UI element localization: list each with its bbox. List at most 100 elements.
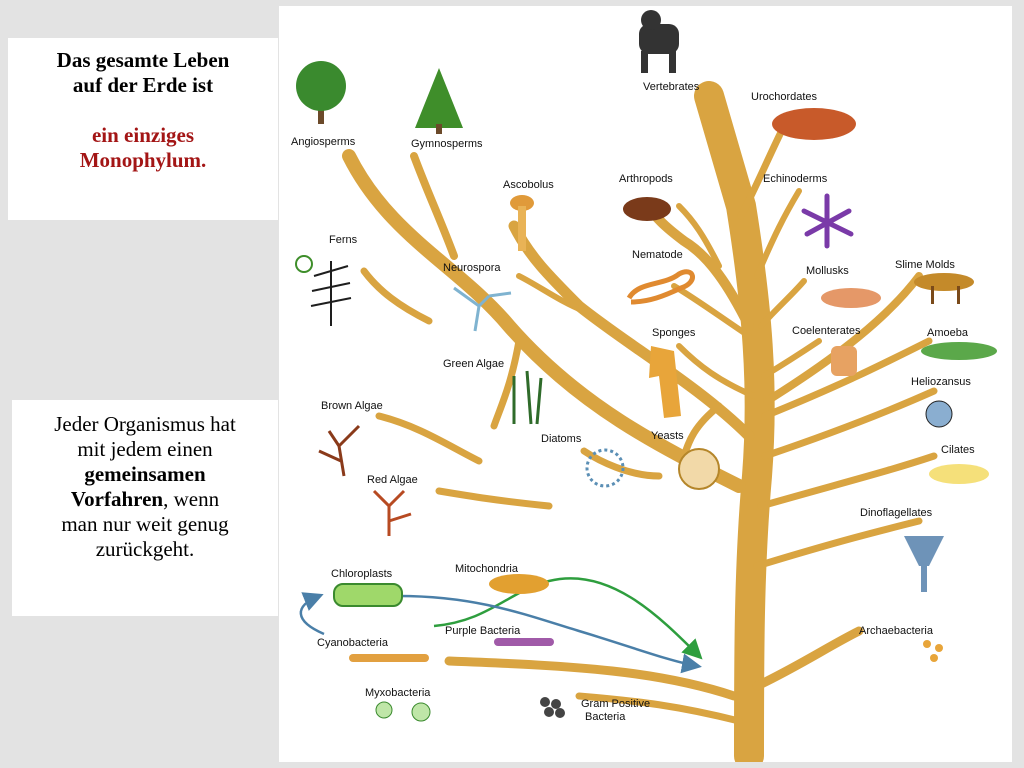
red-algae-icon	[372, 489, 412, 536]
branch-arthropods	[676, 203, 722, 269]
label-ascobolus: Ascobolus	[503, 179, 554, 191]
diatom-icon	[585, 448, 625, 488]
conifer-icon	[415, 68, 463, 134]
statement-highlight: Monophylum.	[79, 148, 207, 172]
branch-red-algae	[435, 487, 553, 510]
organism-icons	[295, 10, 997, 722]
label-chloroplasts: Chloroplasts	[331, 568, 393, 580]
branch-echinoderms	[754, 188, 802, 279]
branch-dinoflagellates	[753, 517, 923, 570]
label-red-algae: Red Algae	[367, 474, 418, 486]
branch-green-algae	[490, 337, 523, 430]
branch-mollusks	[758, 278, 807, 329]
statement-text: , wenn	[163, 487, 220, 511]
branch-gymnosperms	[410, 152, 458, 260]
statement-line: Das gesamte Leben	[56, 48, 230, 72]
statement-line: zurückgeht.	[95, 537, 195, 561]
label-ferns: Ferns	[329, 234, 358, 246]
tree-of-life-panel: Vertebrates Urochordates Angiosperms Gym…	[279, 6, 1012, 762]
label-slime-molds: Slime Molds	[895, 259, 955, 271]
statement-line: mit jedem einen	[77, 437, 213, 461]
branch-fungi	[508, 220, 755, 442]
purple-bacteria-icon	[494, 638, 554, 646]
label-mitochondria: Mitochondria	[455, 563, 519, 575]
label-brown-algae: Brown Algae	[321, 400, 383, 412]
branch-yeasts	[680, 402, 723, 460]
label-dinoflagellates: Dinoflagellates	[860, 507, 933, 519]
brown-algae-icon	[318, 424, 361, 477]
label-angiosperms: Angiosperms	[291, 136, 356, 148]
label-amoeba: Amoeba	[927, 327, 969, 339]
gram-positive-icon	[540, 697, 565, 718]
label-gram-positive: Gram Positive	[581, 698, 650, 710]
hyphae-icon	[453, 286, 512, 332]
label-cilates: Cilates	[941, 444, 975, 456]
branch-coelenterates	[761, 338, 822, 379]
flea-icon	[623, 197, 671, 221]
branch-gram-positive	[575, 692, 743, 725]
tree-of-life-diagram: Vertebrates Urochordates Angiosperms Gym…	[291, 10, 997, 762]
cyanobacteria-icon	[349, 654, 429, 662]
mollusk-icon	[821, 288, 881, 308]
statement-box-bottom: Jeder Organismus hat mit jedem einen gem…	[12, 400, 278, 616]
label-mollusks: Mollusks	[806, 265, 849, 277]
label-gram-positive-bacteria: Bacteria	[585, 711, 626, 723]
ciliate-icon	[929, 464, 989, 484]
label-myxobacteria: Myxobacteria	[365, 687, 431, 699]
statement-bold-line: gemeinsamen	[84, 462, 206, 486]
amoeba-icon	[921, 342, 997, 360]
mitochondrion-icon	[489, 574, 549, 594]
statement-highlight: ein einziges	[91, 123, 195, 147]
arrow-cyanobacteria	[299, 592, 325, 636]
arrow-chloroplasts	[398, 594, 702, 674]
branch-neurospora	[516, 273, 587, 314]
dog-icon	[639, 10, 679, 73]
dinoflagellate-icon	[904, 536, 944, 592]
branch-slime-molds	[763, 272, 923, 405]
mushroom-icon	[510, 195, 534, 251]
branch-brown-algae	[375, 412, 483, 465]
heliozoa-icon	[925, 400, 953, 428]
label-arthropods: Arthropods	[619, 173, 673, 185]
branch-bacteria	[444, 656, 739, 701]
tree-branches	[342, 81, 938, 762]
label-heliozansus: Heliozansus	[911, 376, 971, 388]
statement-line: man nur weit genug	[61, 512, 229, 536]
trunk	[694, 81, 775, 762]
chloroplast-icon	[333, 583, 403, 607]
sponge-icon	[649, 346, 681, 418]
branch-archaea	[752, 626, 864, 691]
label-archaebacteria: Archaebacteria	[859, 625, 934, 637]
label-green-algae: Green Algae	[443, 358, 504, 370]
myxobacteria-icon	[375, 701, 431, 722]
label-echinoderms: Echinoderms	[763, 173, 828, 185]
yeast-icon	[678, 448, 720, 490]
tree-icon	[296, 61, 346, 124]
label-urochordates: Urochordates	[751, 91, 818, 103]
green-algae-icon	[512, 370, 543, 425]
coelenterate-icon	[831, 346, 857, 376]
branch-ciliates	[757, 452, 938, 510]
urochordate-icon	[772, 108, 856, 140]
label-nematode: Nematode	[632, 249, 683, 261]
label-sponges: Sponges	[652, 327, 696, 339]
slime-mold-icon	[914, 273, 974, 304]
statement-line: Jeder Organismus hat	[54, 412, 236, 436]
label-purple-bacteria: Purple Bacteria	[445, 625, 521, 637]
branch-heliozoa	[761, 387, 938, 460]
branch-urochordates	[737, 122, 788, 220]
label-vertebrates: Vertebrates	[643, 81, 700, 93]
label-coelenterates: Coelenterates	[792, 325, 861, 337]
branch-amoeba	[761, 337, 933, 420]
statement-line: Vorfahren, wenn	[12, 487, 278, 512]
statement-box-top: Das gesamte Leben auf der Erde ist ein e…	[8, 38, 278, 220]
statement-line: auf der Erde ist	[72, 73, 214, 97]
starfish-icon	[801, 193, 854, 249]
fern-icon	[295, 255, 352, 326]
statement-bold-word: Vorfahren	[70, 487, 164, 511]
label-yeasts: Yeasts	[651, 430, 684, 442]
taxon-labels: Vertebrates Urochordates Angiosperms Gym…	[291, 81, 975, 723]
label-neurospora: Neurospora	[443, 262, 501, 274]
label-diatoms: Diatoms	[541, 433, 582, 445]
branch-sponges	[676, 343, 757, 399]
